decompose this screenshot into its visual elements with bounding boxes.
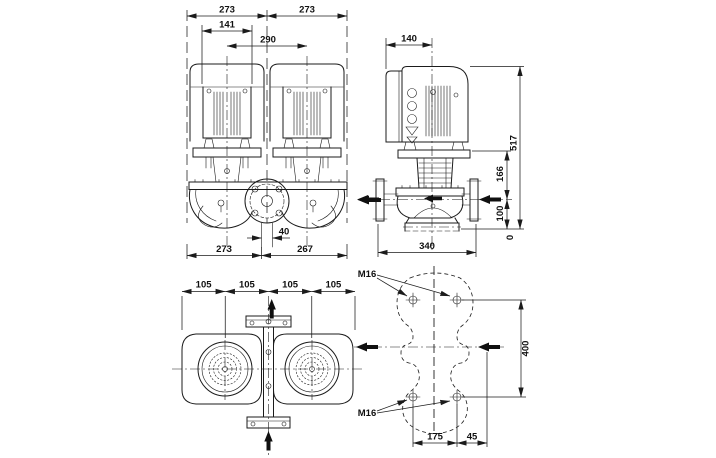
flow-arrow-foundation-inlet bbox=[478, 342, 500, 352]
dim-label-port-diameter: 40 bbox=[279, 227, 290, 238]
dim-label-shaft-distance: 290 bbox=[260, 35, 276, 46]
flow-arrow-foundation-outlet bbox=[356, 342, 378, 352]
dim-label-base-level: 0 bbox=[505, 235, 516, 240]
center-port-flange bbox=[244, 178, 290, 248]
flow-arrow-top-outlet bbox=[267, 299, 276, 319]
bolt-hole-bottom-left bbox=[405, 389, 421, 405]
fan-cover-left bbox=[197, 341, 253, 397]
dim-label-105-1: 105 bbox=[196, 280, 213, 291]
dim-label-105-3: 105 bbox=[282, 280, 299, 291]
bolt-callout-top: M16 bbox=[358, 269, 451, 297]
bolt-hole-top-left bbox=[405, 292, 421, 308]
dim-label-105-4: 105 bbox=[325, 280, 342, 291]
foundation-dimensions: 400 175 45 bbox=[412, 299, 532, 447]
dim-label-stool-height: 166 bbox=[495, 166, 506, 182]
dim-label-overall-right: 273 bbox=[299, 5, 315, 16]
dim-label-overall-left: 273 bbox=[219, 5, 235, 16]
pump-top-outline bbox=[181, 315, 354, 429]
bolt-hole-top-right bbox=[449, 292, 465, 308]
dim-label-base-right: 267 bbox=[297, 244, 313, 255]
bolt-size-label-top: M16 bbox=[358, 269, 376, 280]
foundation-view: M16 M16 400 175 45 bbox=[354, 266, 532, 447]
front-dimensions: 273 273 141 290 40 273 267 bbox=[186, 5, 348, 259]
dim-label-bolt-horizontal: 175 bbox=[427, 432, 444, 443]
dim-label-bolt-vertical: 400 bbox=[521, 341, 532, 357]
motor-centerlines bbox=[226, 56, 308, 252]
top-flange bbox=[245, 315, 292, 328]
flow-arrow-side-outlet bbox=[357, 195, 379, 204]
pump-housing-front bbox=[188, 178, 348, 248]
bolt-callout-bottom: M16 bbox=[358, 399, 451, 419]
top-dimensions: 105 105 105 105 bbox=[181, 280, 356, 338]
lantern-stool bbox=[416, 157, 454, 189]
suction-flange bbox=[461, 178, 482, 222]
dim-label-total-height: 517 bbox=[509, 135, 520, 151]
dim-label-port-to-port: 340 bbox=[419, 241, 435, 252]
front-view: 273 273 141 290 40 273 267 bbox=[186, 5, 381, 259]
dim-label-motor-depth: 140 bbox=[401, 34, 417, 45]
flow-arrow-side-inlet bbox=[479, 195, 501, 204]
side-view: 140 517 166 100 0 340 bbox=[357, 34, 524, 257]
dim-label-base-left: 273 bbox=[216, 244, 232, 255]
top-view-centerlines bbox=[172, 296, 363, 455]
side-dimensions: 140 517 166 100 0 340 bbox=[377, 34, 524, 257]
dim-label-motor-width: 141 bbox=[219, 20, 236, 31]
pump-housing-side bbox=[372, 178, 482, 232]
dim-label-port-height: 100 bbox=[495, 206, 506, 222]
top-view: 105 105 105 105 bbox=[172, 280, 363, 455]
bolt-size-label-bottom: M16 bbox=[358, 408, 376, 419]
flow-arrow-internal bbox=[424, 194, 442, 203]
bolt-hole-bottom-right bbox=[449, 389, 465, 405]
dim-label-bolt-edge: 45 bbox=[467, 432, 478, 443]
dim-label-105-2: 105 bbox=[239, 280, 256, 291]
bottom-flange bbox=[246, 416, 291, 429]
motor-side bbox=[385, 66, 471, 159]
flow-arrow-top-inlet bbox=[264, 431, 273, 451]
